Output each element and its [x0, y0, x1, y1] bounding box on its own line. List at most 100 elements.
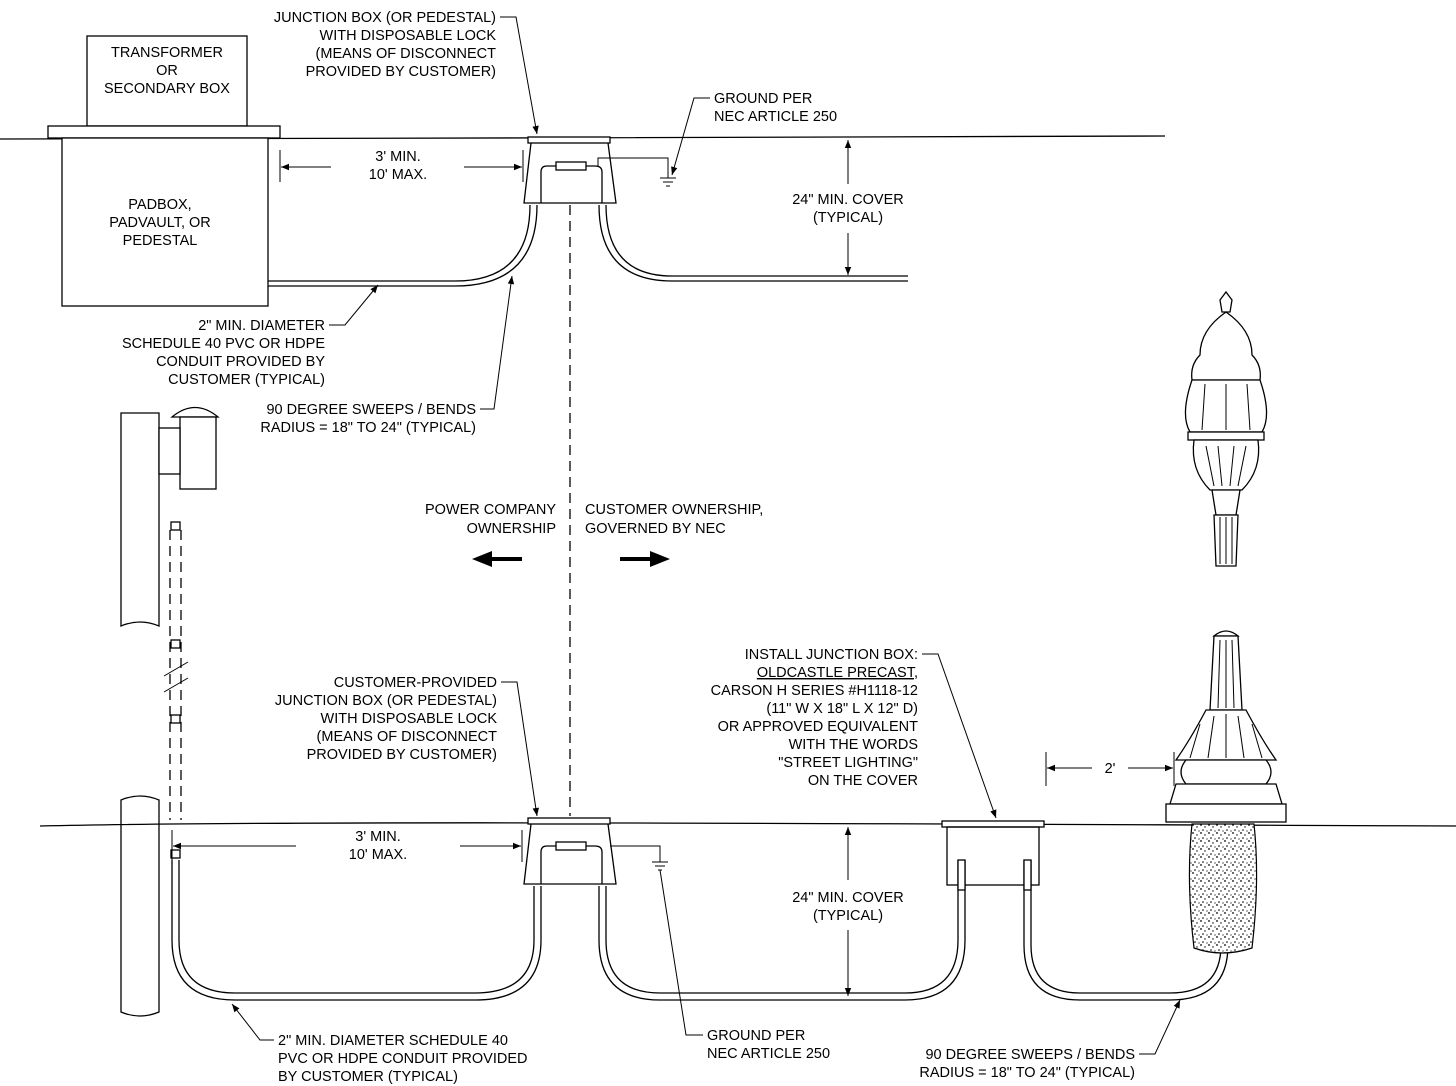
- padbox: [61, 137, 269, 307]
- top-junction-label-4: PROVIDED BY CUSTOMER): [306, 64, 496, 80]
- install-box-label-4: (11" W X 18" L X 12" D): [766, 701, 918, 717]
- bottom-cover-label-2: (TYPICAL): [813, 908, 883, 924]
- lantern-cap: [1191, 311, 1261, 381]
- pole-light-bracket: [158, 427, 181, 475]
- bottom-ground-label-2: NEC ARTICLE 250: [707, 1046, 830, 1062]
- top-ground-icon: [660, 177, 676, 187]
- top-junction-label-3: (MEANS OF DISCONNECT: [316, 46, 497, 62]
- bottom-cover-label-1: 24" MIN. COVER: [792, 890, 904, 906]
- post-shaft-flutes: [1217, 639, 1235, 709]
- bottom-connector: [555, 841, 587, 851]
- bottom-sweeps-leader: [1139, 999, 1181, 1055]
- post-top-icon: [1212, 630, 1240, 637]
- install-box-label-8: ON THE COVER: [808, 773, 918, 789]
- utility-pole: [120, 406, 220, 1017]
- riser-clamp-3: [170, 714, 181, 724]
- light-foundation: [1188, 823, 1258, 954]
- lantern-ring: [1187, 431, 1265, 441]
- top-ground-label-2: NEC ARTICLE 250: [714, 109, 837, 125]
- bottom-junction-wire: [540, 845, 603, 884]
- bottom-conduit-label-3: BY CUSTOMER (TYPICAL): [278, 1069, 458, 1085]
- customer-ownership-label-2: GOVERNED BY NEC: [585, 521, 726, 537]
- post-base-plate: [1165, 803, 1287, 823]
- top-conduit-label-2: SCHEDULE 40 PVC OR HDPE: [122, 336, 325, 352]
- padbox-label-2: PADVAULT, OR: [109, 215, 211, 231]
- install-box-leader: [922, 653, 997, 819]
- pole-upper: [120, 412, 160, 627]
- top-sweeps-leader: [480, 275, 515, 410]
- padbox-label-1: PADBOX,: [128, 197, 191, 213]
- bottom-section: CUSTOMER-PROVIDED JUNCTION BOX (OR PEDES…: [39, 647, 1456, 1085]
- bottom-conduit-3: [1023, 860, 1229, 1001]
- post-collar-flutes: [1189, 714, 1263, 759]
- install-box-comma: ,: [914, 665, 918, 681]
- install-box-label-3: CARSON H SERIES #H1118-12: [711, 683, 918, 699]
- top-distance-label-1: 3' MIN.: [375, 149, 420, 165]
- bottom-conduit-2-inner: [605, 860, 959, 994]
- bottom-ground-icon: [652, 861, 668, 871]
- street-box-pipe-right: [1023, 859, 1032, 891]
- padbox-label-3: PEDESTAL: [123, 233, 198, 249]
- top-ground-wire: [597, 157, 669, 178]
- top-conduit-left: [268, 204, 531, 282]
- riser-break-symbol: [163, 661, 189, 693]
- top-conduit-right: [598, 204, 908, 282]
- bottom-junction-label-4: (MEANS OF DISCONNECT: [317, 729, 498, 745]
- bottom-junction-label-3: WITH DISPOSABLE LOCK: [321, 711, 498, 727]
- transformer-label-3: SECONDARY BOX: [104, 81, 230, 97]
- bottom-junction-leader: [501, 681, 539, 817]
- top-conduit-left-inner: [268, 204, 538, 287]
- lantern-neck: [1211, 489, 1241, 516]
- lantern-post-flutes: [1219, 517, 1233, 564]
- top-sweeps-label-2: RADIUS = 18" TO 24" (TYPICAL): [260, 420, 476, 436]
- customer-ownership-label-1: CUSTOMER OWNERSHIP,: [585, 502, 763, 518]
- top-ground-leader: [671, 97, 710, 176]
- power-ownership-label-2: OWNERSHIP: [467, 521, 556, 537]
- bottom-distance-label-2: 10' MAX.: [349, 847, 407, 863]
- arrow-left-icon: [472, 551, 522, 567]
- bottom-conduit-label-2: PVC OR HDPE CONDUIT PROVIDED: [278, 1051, 528, 1067]
- street-box-pipe-left: [957, 859, 966, 891]
- street-box: [946, 826, 1040, 886]
- power-ownership-label-1: POWER COMPANY: [425, 502, 556, 518]
- riser-clamp-1: [170, 521, 181, 531]
- bottom-conduit-leader: [231, 1003, 274, 1041]
- transformer-label-1: TRANSFORMER: [111, 45, 223, 61]
- top-section: TRANSFORMER OR SECONDARY BOX PADBOX, PAD…: [0, 10, 1166, 436]
- top-cover-label-1: 24" MIN. COVER: [792, 192, 904, 208]
- install-box-brand: OLDCASTLE PRECAST: [757, 665, 916, 681]
- offset-label: 2': [1105, 761, 1116, 777]
- lantern-fitter-flutes: [1205, 445, 1247, 487]
- pole-lower: [120, 795, 160, 1017]
- lantern-finial-icon: [1219, 290, 1233, 313]
- bottom-conduit-1: [171, 860, 542, 1001]
- top-junction-leader: [500, 16, 539, 135]
- bottom-conduit-label-1: 2" MIN. DIAMETER SCHEDULE 40: [278, 1033, 508, 1049]
- top-cover-label-2: (TYPICAL): [813, 210, 883, 226]
- bottom-conduit-1-inner: [178, 860, 535, 994]
- top-junction-lid: [527, 136, 611, 144]
- top-conduit-right-inner: [605, 204, 908, 277]
- top-junction-label-2: WITH DISPOSABLE LOCK: [320, 28, 497, 44]
- street-box-lid: [941, 820, 1045, 828]
- post-base-plinth: [1169, 783, 1283, 805]
- top-junction-wire: [540, 165, 603, 203]
- bottom-ground-leader-wire: [659, 869, 703, 1036]
- riser-clamp-2: [170, 639, 181, 649]
- bottom-sweeps-label-2: RADIUS = 18" TO 24" (TYPICAL): [919, 1065, 1135, 1081]
- bottom-ground-wire: [610, 845, 661, 862]
- bottom-ground-label-1: GROUND PER: [707, 1028, 805, 1044]
- pole-light-hood: [170, 406, 220, 418]
- install-box-label-1: INSTALL JUNCTION BOX:: [745, 647, 918, 663]
- street-light-lantern: [1184, 290, 1268, 567]
- post-base-ring: [1180, 759, 1272, 785]
- top-conduit-label-1: 2" MIN. DIAMETER: [198, 318, 325, 334]
- pole-riser-dashes: [169, 530, 182, 820]
- top-junction-label-1: JUNCTION BOX (OR PEDESTAL): [274, 10, 496, 26]
- bottom-junction-lid: [527, 817, 611, 825]
- bottom-conduit-2: [598, 860, 966, 1001]
- bottom-conduit-3-inner: [1030, 860, 1222, 994]
- bottom-junction-label-1: CUSTOMER-PROVIDED: [334, 675, 497, 691]
- top-ground-label-1: GROUND PER: [714, 91, 812, 107]
